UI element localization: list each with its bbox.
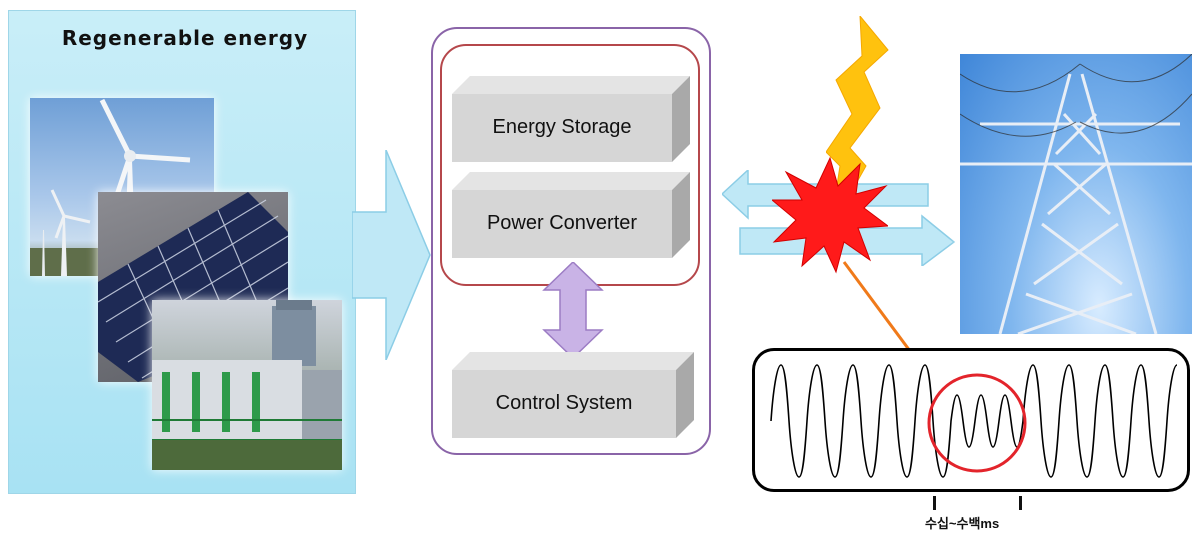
energy-plant-photo (152, 300, 342, 470)
voltage-waveform-plot (770, 364, 1178, 478)
duration-label: 수십~수백ms (925, 516, 1000, 531)
control-system-label: Control System (495, 392, 633, 414)
fault-highlight-circle (927, 373, 1027, 473)
time-markers (933, 496, 1022, 510)
energy-storage-label: Energy Storage (492, 116, 632, 138)
lightning-fault-icon (826, 16, 889, 230)
control-system-box: Control System (452, 352, 694, 438)
control-link-arrow (542, 262, 604, 358)
voltage-waveform-line (770, 364, 1178, 478)
fault-burst-icon (772, 156, 888, 274)
transmission-tower-photo (960, 54, 1192, 334)
system-outer-frame (431, 27, 711, 455)
voltage-waveform-panel (752, 348, 1190, 492)
power-converter-label: Power Converter (486, 212, 638, 234)
energy-input-arrow (352, 150, 431, 360)
regenerable-energy-title: Regenerable energy (61, 26, 309, 50)
power-converter-box: Power Converter (452, 172, 690, 258)
energy-storage-box: Energy Storage (452, 76, 690, 162)
